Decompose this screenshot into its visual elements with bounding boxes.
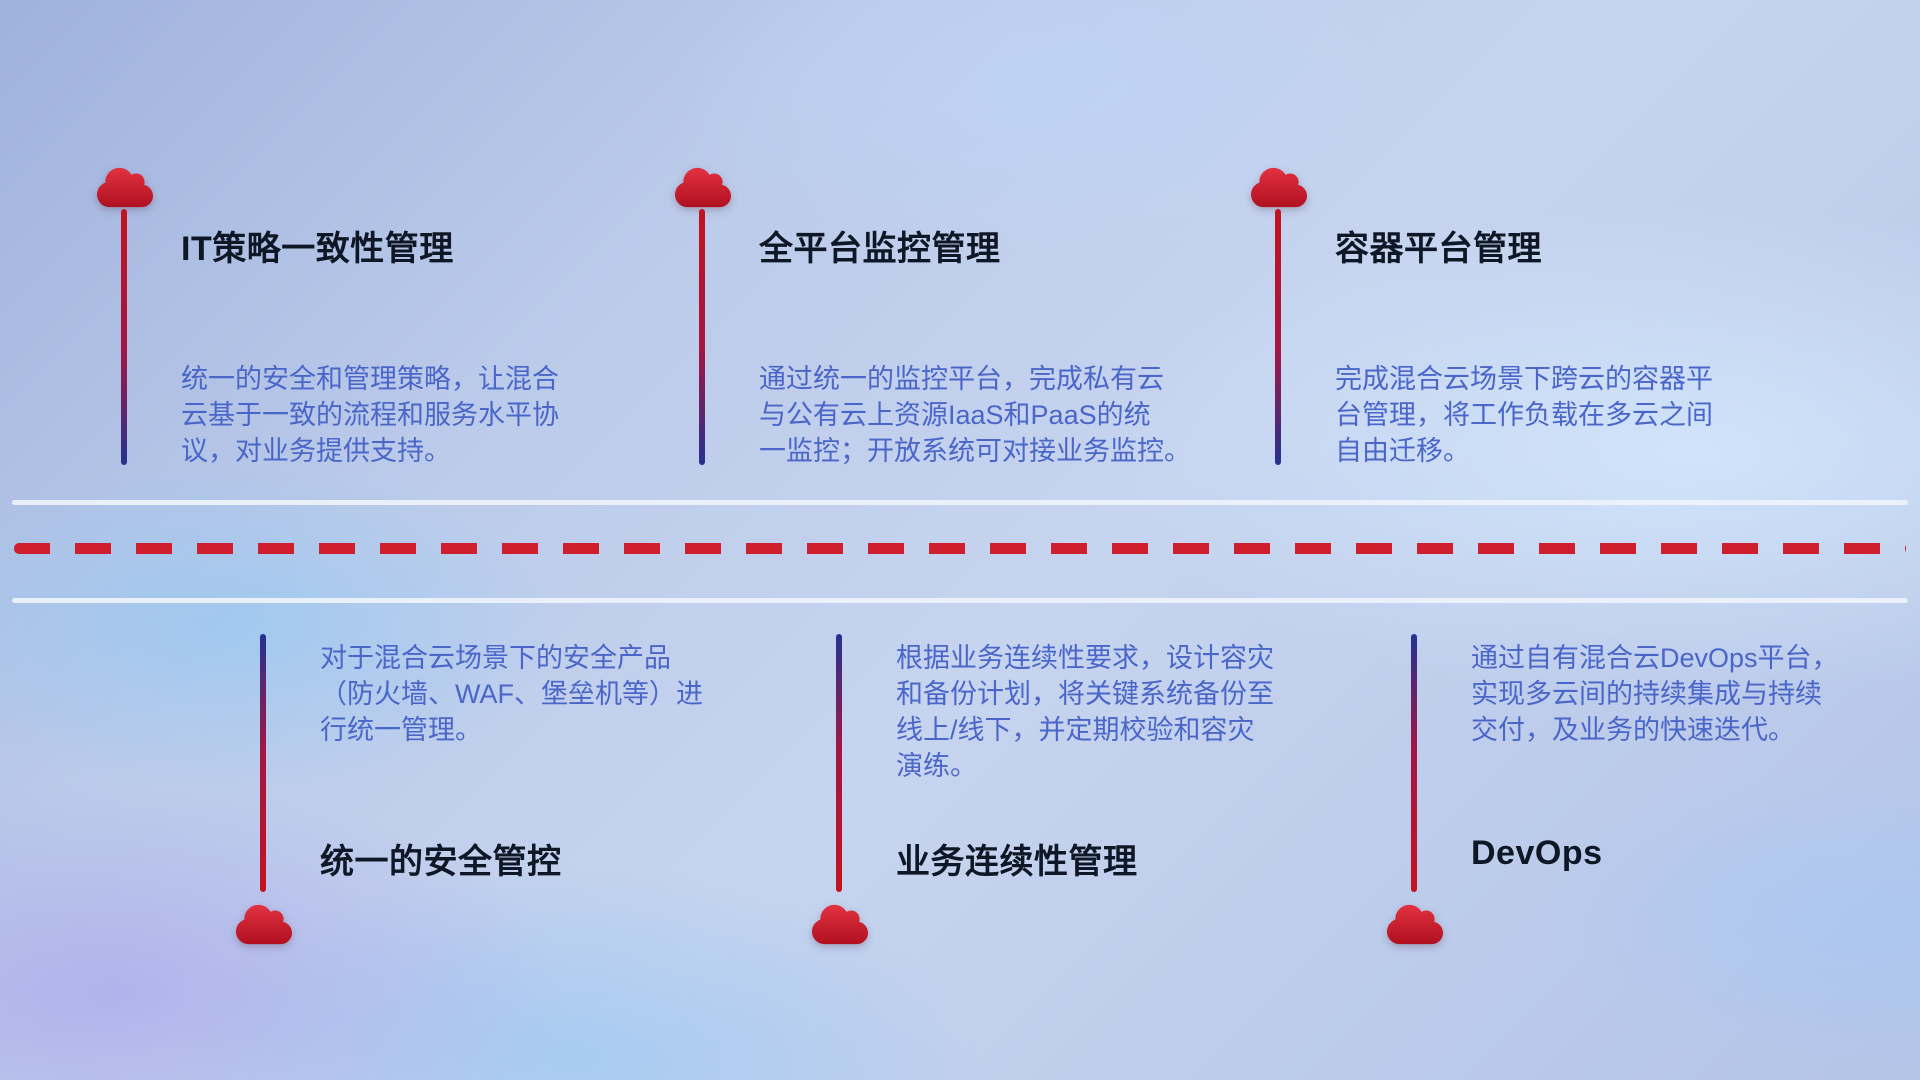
- feature-title: 容器平台管理: [1335, 230, 1542, 268]
- cloud-icon: [1387, 902, 1443, 947]
- feature-description: 根据业务连续性要求，设计容灾 和备份计划，将关键系统备份至 线上/线下，并定期校…: [896, 643, 1274, 781]
- feature-group-security: 对于混合云场景下的安全产品 （防火墙、WAF、堡垒机等）进 行统一管理。 统一的…: [236, 634, 796, 964]
- timeline-connector: [836, 634, 842, 892]
- timeline-connector: [699, 209, 705, 465]
- feature-description: 完成混合云场景下跨云的容器平 台管理，将工作负载在多云之间 自由迁移。: [1335, 364, 1713, 466]
- timeline-connector: [260, 634, 266, 892]
- feature-title: DevOps: [1471, 834, 1603, 872]
- cloud-icon: [812, 902, 868, 947]
- divider-line-top: [12, 500, 1908, 505]
- feature-description: 对于混合云场景下的安全产品 （防火墙、WAF、堡垒机等）进 行统一管理。: [320, 643, 703, 745]
- feature-title: IT策略一致性管理: [181, 230, 454, 268]
- cloud-icon: [236, 902, 292, 947]
- feature-description: 通过统一的监控平台，完成私有云 与公有云上资源IaaS和PaaS的统 一监控；开…: [759, 364, 1191, 466]
- feature-description: 通过自有混合云DevOps平台， 实现多云间的持续集成与持续 交付，及业务的快速…: [1471, 643, 1839, 745]
- feature-group-container: 容器平台管理 完成混合云场景下跨云的容器平 台管理，将工作负载在多云之间 自由迁…: [1251, 165, 1811, 495]
- cloud-icon: [97, 165, 153, 210]
- timeline-connector: [1411, 634, 1417, 892]
- feature-title: 业务连续性管理: [896, 843, 1138, 881]
- timeline-connector: [1275, 209, 1281, 465]
- timeline-dashed-line: [14, 543, 1906, 554]
- feature-group-continuity: 根据业务连续性要求，设计容灾 和备份计划，将关键系统备份至 线上/线下，并定期校…: [812, 634, 1372, 964]
- feature-group-monitoring: 全平台监控管理 通过统一的监控平台，完成私有云 与公有云上资源IaaS和PaaS…: [675, 165, 1235, 495]
- feature-group-it-policy: IT策略一致性管理 统一的安全和管理策略，让混合 云基于一致的流程和服务水平协 …: [97, 165, 657, 495]
- feature-title: 统一的安全管控: [320, 843, 562, 881]
- divider-line-bottom: [12, 598, 1908, 603]
- feature-group-devops: 通过自有混合云DevOps平台， 实现多云间的持续集成与持续 交付，及业务的快速…: [1387, 634, 1920, 964]
- timeline-connector: [121, 209, 127, 465]
- cloud-icon: [1251, 165, 1307, 210]
- feature-title: 全平台监控管理: [759, 230, 1001, 268]
- feature-description: 统一的安全和管理策略，让混合 云基于一致的流程和服务水平协 议，对业务提供支持。: [181, 364, 559, 466]
- cloud-icon: [675, 165, 731, 210]
